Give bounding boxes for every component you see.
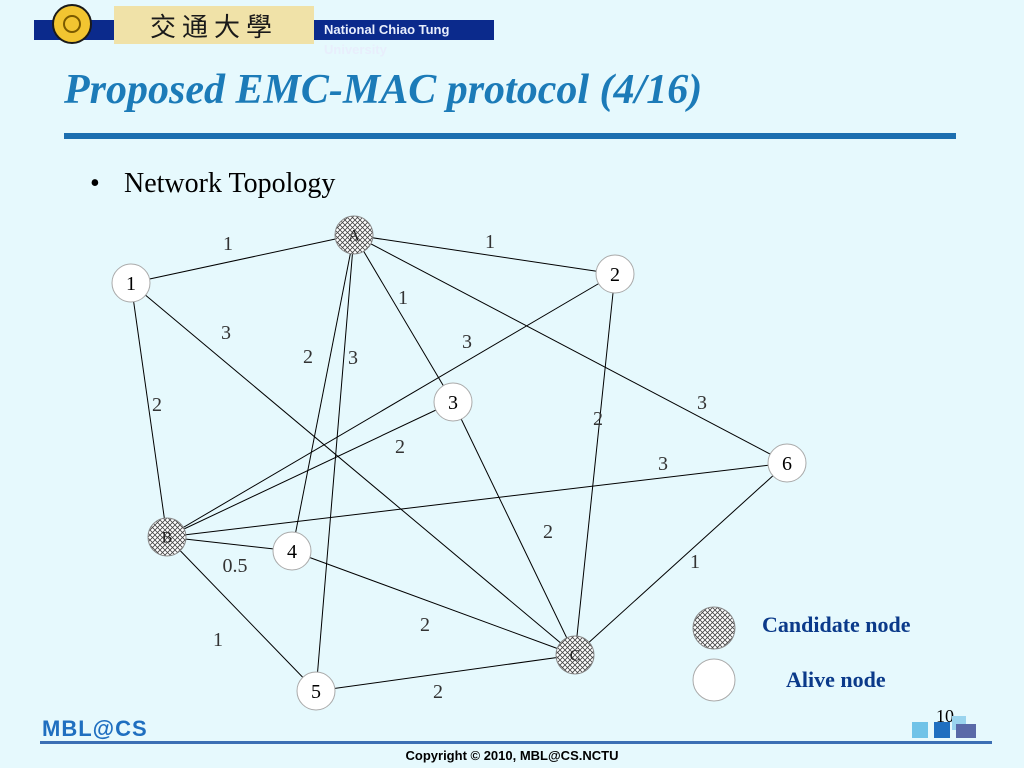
university-seal-icon xyxy=(52,4,92,44)
edge-A-3 xyxy=(353,234,454,403)
edge-A-5 xyxy=(315,234,355,692)
bullet-item: • Network Topology xyxy=(90,168,335,200)
node-label-5: 5 xyxy=(311,681,321,703)
edge-weight-A-5: 3 xyxy=(348,347,358,369)
edge-weight-B-4: 0.5 xyxy=(223,555,248,577)
node-4: 4 xyxy=(272,531,312,571)
edge-weight-2-B: 3 xyxy=(462,331,472,353)
node-1: 1 xyxy=(111,263,151,303)
node-C: C xyxy=(555,635,595,675)
edge-weight-6-C: 1 xyxy=(690,551,700,573)
edge-weight-5-C: 2 xyxy=(433,681,443,703)
edge-weight-3-B: 2 xyxy=(395,436,405,458)
edge-B-5 xyxy=(166,536,317,692)
edge-weight-1-C: 3 xyxy=(221,322,231,344)
university-english-name: National Chiao Tung University xyxy=(324,22,450,57)
edge-A-6 xyxy=(353,234,788,464)
legend-alive-swatch xyxy=(692,658,736,702)
node-label-6: 6 xyxy=(782,453,792,475)
edge-weight-A-4: 2 xyxy=(303,346,313,368)
university-banner: 交通大學 National Chiao Tung University xyxy=(34,4,494,57)
title-divider xyxy=(64,133,956,139)
edge-A-2 xyxy=(353,234,616,275)
edge-5-C xyxy=(315,654,576,692)
node-label-4: 4 xyxy=(287,541,297,563)
edge-3-C xyxy=(452,401,576,656)
node-label-2: 2 xyxy=(610,264,620,286)
mbl-logo: MBL@CS xyxy=(42,716,148,741)
legend-candidate-label: Candidate node xyxy=(762,612,911,637)
edge-weight-A-6: 3 xyxy=(697,392,707,414)
bullet-text: Network Topology xyxy=(124,168,336,199)
node-label-3: 3 xyxy=(448,392,458,414)
footer-decoration-icon xyxy=(912,716,976,738)
edge-B-6 xyxy=(166,462,788,538)
node-label-1: 1 xyxy=(126,273,136,295)
edge-weight-1-B: 2 xyxy=(152,394,162,416)
university-chinese-name: 交通大學 xyxy=(114,6,314,44)
edge-weight-2-C: 2 xyxy=(593,408,603,430)
legend-alive-label: Alive node xyxy=(786,667,886,692)
node-label-A: A xyxy=(348,228,360,245)
edge-6-C xyxy=(574,462,788,656)
node-label-B: B xyxy=(162,530,173,547)
edge-1-C xyxy=(130,282,576,656)
node-2: 2 xyxy=(595,254,635,294)
edge-weight-A-2: 1 xyxy=(485,231,495,253)
copyright-text: Copyright © 2010, MBL@CS.NCTU xyxy=(405,748,619,763)
slide-title: Proposed EMC-MAC protocol (4/16) xyxy=(64,67,703,113)
node-3: 3 xyxy=(433,382,473,422)
edge-2-B xyxy=(166,273,616,538)
edge-B-4 xyxy=(166,536,293,552)
edge-1-A xyxy=(130,234,355,284)
edge-4-C xyxy=(291,550,576,656)
edge-weight-4-C: 2 xyxy=(420,614,430,636)
legend-candidate-swatch xyxy=(692,606,736,650)
footer-divider xyxy=(40,741,992,744)
edge-A-4 xyxy=(291,234,355,552)
edge-weight-1-A: 1 xyxy=(223,233,233,255)
node-6: 6 xyxy=(767,443,807,483)
edge-weight-B-5: 1 xyxy=(213,629,223,651)
edge-weight-3-C: 2 xyxy=(543,521,553,543)
edge-3-B xyxy=(166,401,454,538)
node-label-C: C xyxy=(570,648,581,665)
node-5: 5 xyxy=(296,671,336,711)
node-B: B xyxy=(147,517,187,557)
node-A: A xyxy=(334,215,374,255)
edge-1-B xyxy=(130,282,168,538)
bullet-icon: • xyxy=(90,168,100,199)
edge-weight-A-3: 1 xyxy=(398,287,408,309)
edge-weight-B-6: 3 xyxy=(658,453,668,475)
page-number: 10 xyxy=(936,706,954,726)
edge-2-C xyxy=(574,273,616,656)
